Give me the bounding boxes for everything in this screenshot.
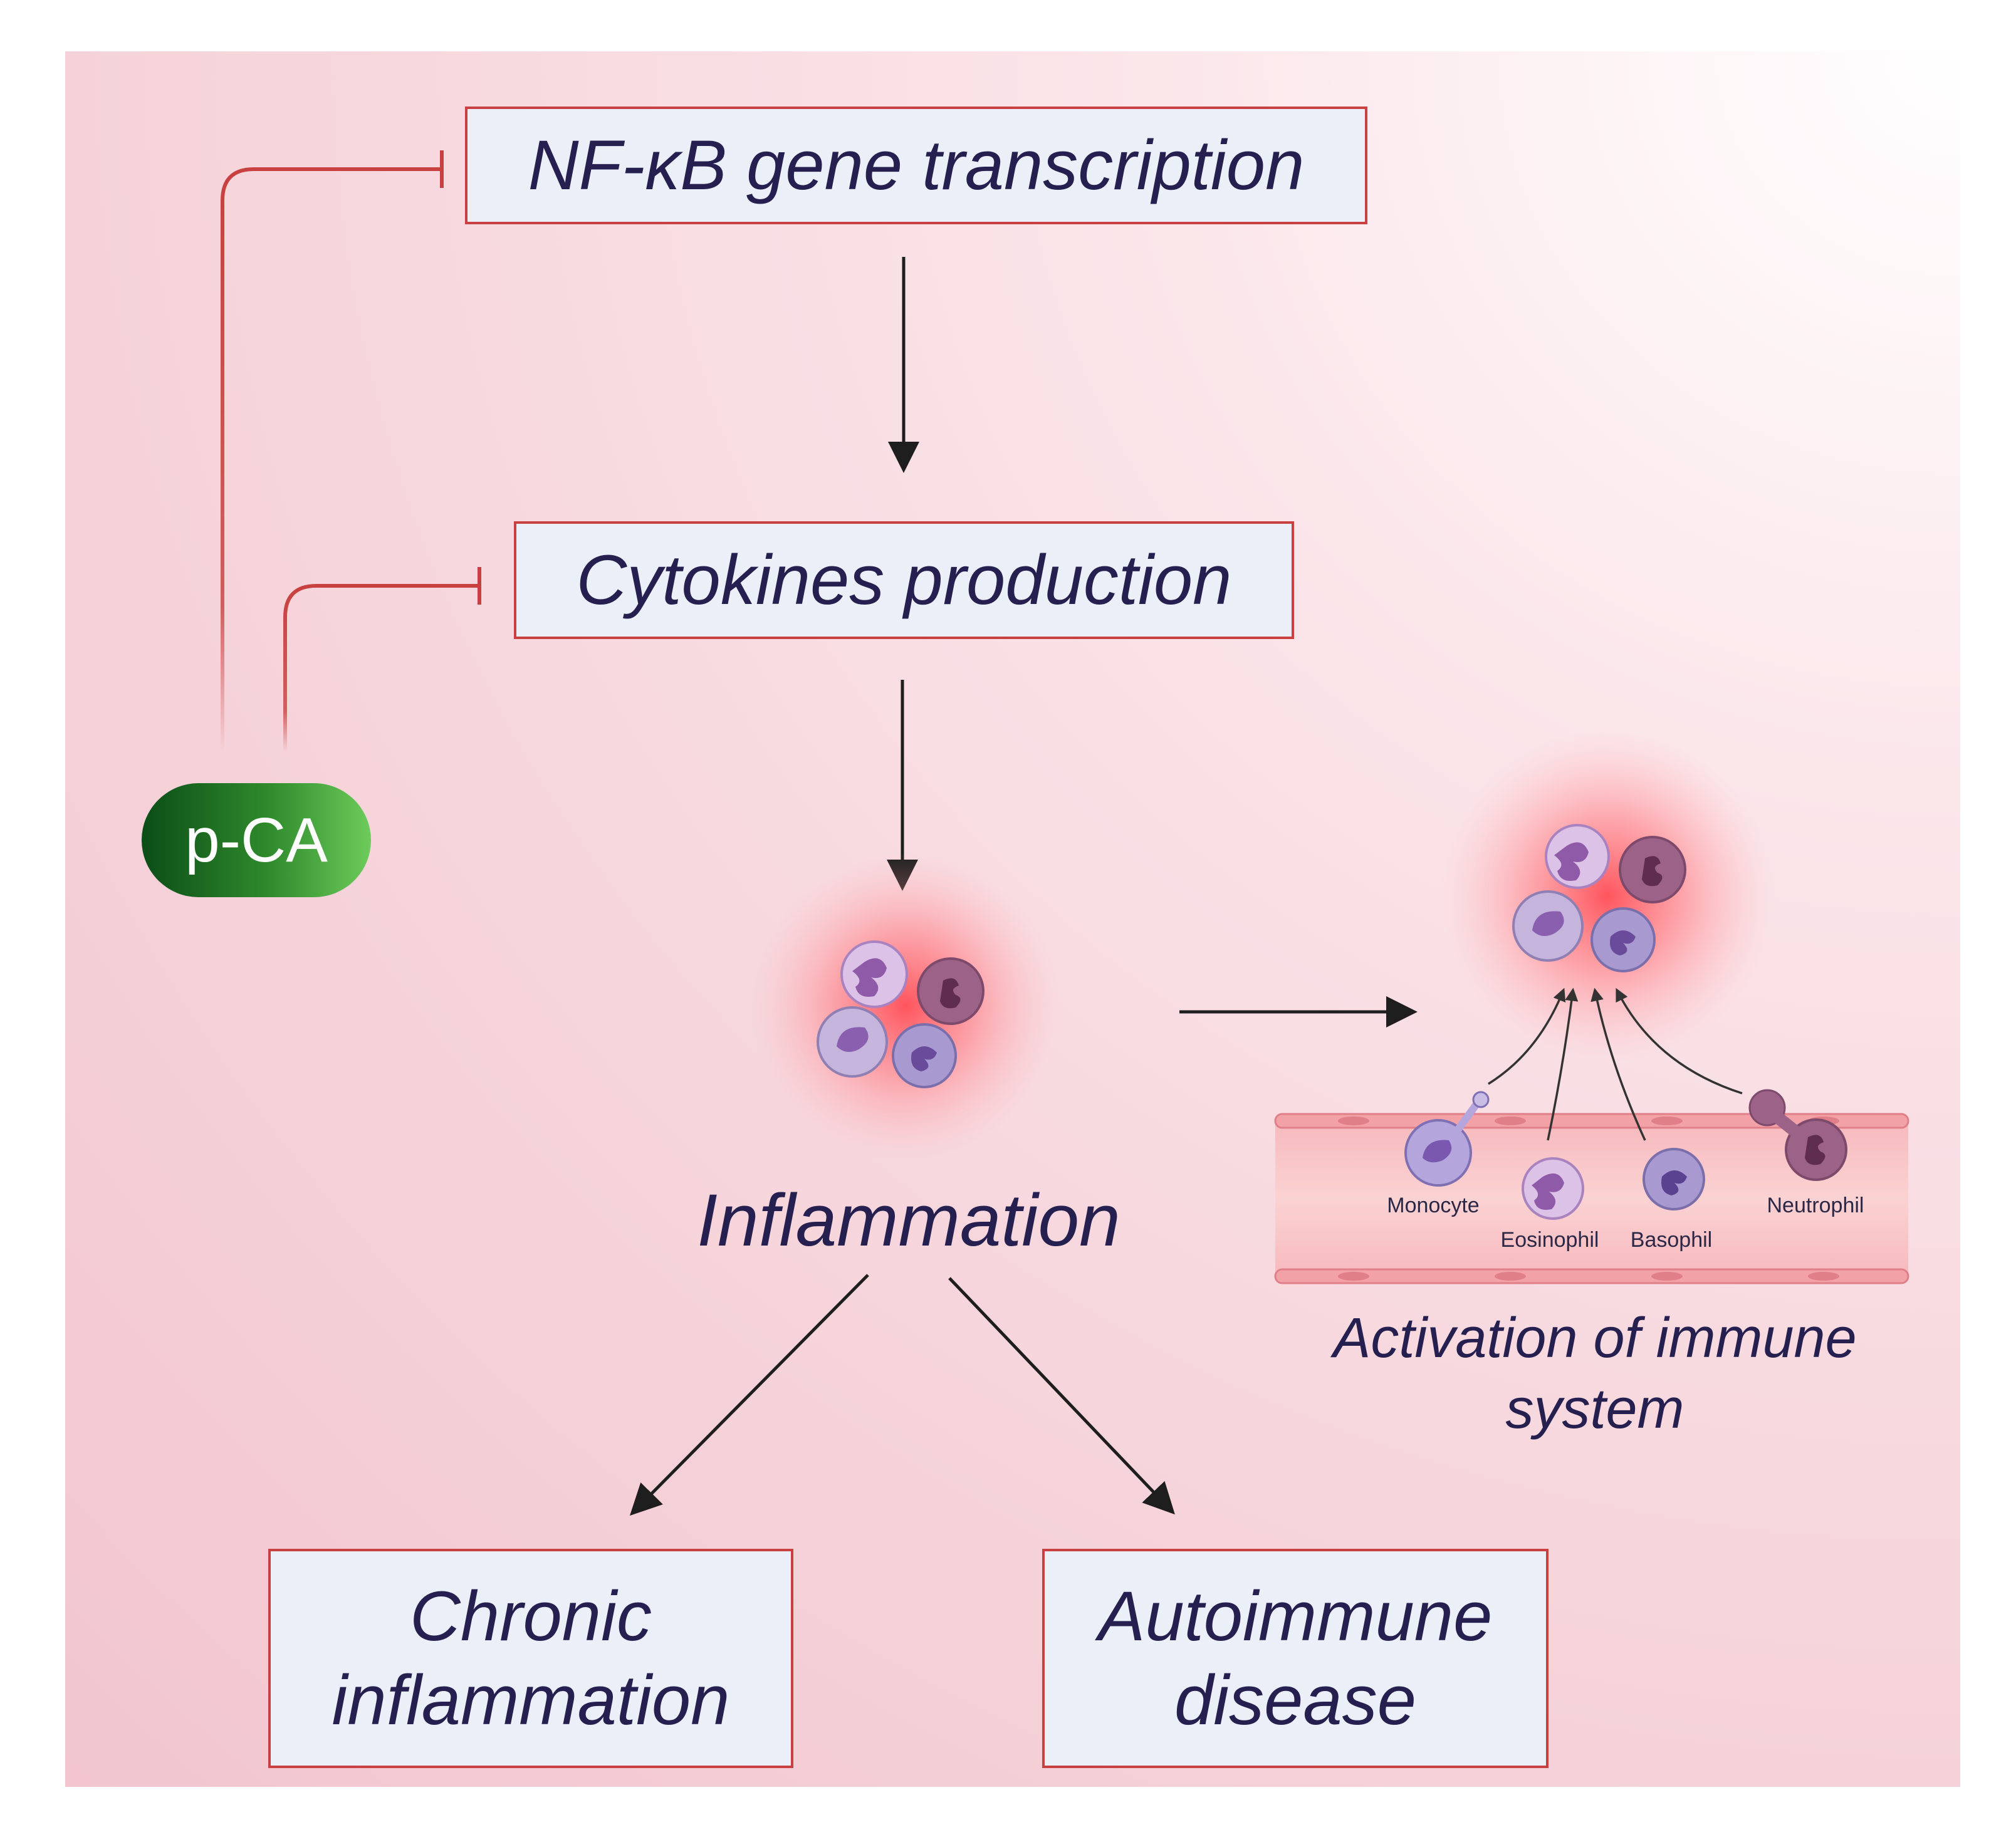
basophil-icon (1643, 1148, 1705, 1210)
nfkb-transcription-label: NF-κB gene transcription (528, 125, 1305, 204)
monocyte-icon (1404, 1091, 1490, 1187)
chronic-inflammation-box: Chronic inflammation (268, 1549, 793, 1768)
migration-arrows (1488, 987, 1743, 1141)
arrow-to-autoimmune (948, 1277, 1175, 1515)
pca-label: p-CA (185, 804, 328, 875)
eosinophil-icon (1522, 1157, 1584, 1220)
nfkb-transcription-box: NF-κB gene transcription (465, 107, 1367, 224)
activation-immune-label: Activation of immune system (1333, 1307, 1857, 1440)
eosinophil-label: Eosinophil (1500, 1228, 1599, 1252)
autoimmune-disease-label: Autoimmune disease (1098, 1576, 1493, 1739)
cytokines-production-label: Cytokines production (576, 540, 1232, 619)
autoimmune-disease-box: Autoimmune disease (1042, 1549, 1549, 1768)
inhibition-line-nfkb (221, 150, 444, 752)
neutrophil-icon (1748, 1089, 1847, 1181)
immune-activation-cluster (1441, 730, 1773, 1062)
pca-compound-pill: p-CA (142, 783, 371, 897)
inhibition-line-cytokines (283, 567, 481, 752)
chronic-inflammation-label: Chronic inflammation (332, 1576, 730, 1739)
inflammation-cell-cluster (752, 852, 1059, 1159)
arrow-to-chronic (629, 1274, 869, 1516)
cytokines-production-box: Cytokines production (514, 521, 1294, 639)
neutrophil-label: Neutrophil (1767, 1194, 1864, 1217)
basophil-label: Basophil (1630, 1228, 1713, 1252)
inflammation-label: Inflammation (697, 1179, 1120, 1262)
monocyte-label: Monocyte (1387, 1194, 1480, 1217)
